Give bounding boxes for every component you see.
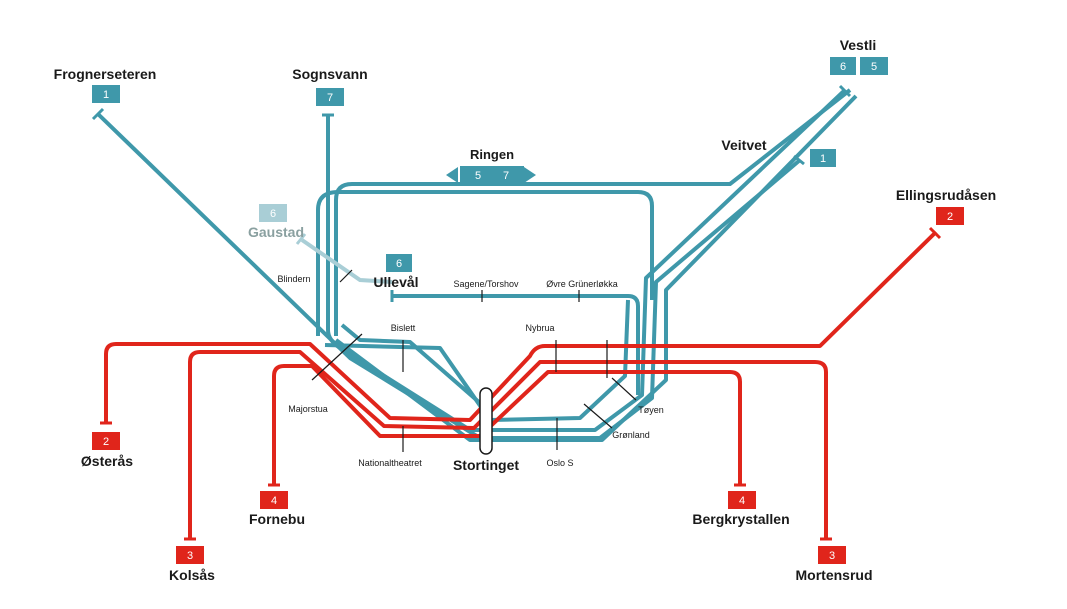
stop-frognerseteren bbox=[91, 107, 105, 121]
badge-ellingsrudasen-2 bbox=[936, 207, 964, 225]
line-badges: 1 7 6 5 1 5 7 6 6 2 2 3 4 4 3 bbox=[92, 57, 964, 564]
badge-mortensrud-3-label: 3 bbox=[829, 550, 835, 562]
label-nationaltheatret: Nationaltheatret bbox=[358, 458, 422, 468]
badge-osteras-2-label: 2 bbox=[103, 436, 109, 448]
label-bislett: Bislett bbox=[391, 323, 416, 333]
stop-veitvet bbox=[793, 154, 805, 166]
badge-ulleval-6-label: 6 bbox=[396, 258, 402, 270]
ringen-arrow-right-icon bbox=[524, 167, 536, 183]
ringen-arrow-left-icon bbox=[446, 167, 458, 183]
badge-fornebu-4 bbox=[260, 491, 288, 509]
label-oslo-s: Oslo S bbox=[546, 458, 573, 468]
badge-mortensrud-3 bbox=[818, 546, 846, 564]
badge-veitvet-1 bbox=[810, 149, 836, 167]
label-majorstua: Majorstua bbox=[288, 404, 328, 414]
ringen-outer-track bbox=[316, 190, 654, 336]
badge-bergkrystallen-4-label: 4 bbox=[739, 495, 745, 507]
gaustad-branch-track bbox=[300, 238, 393, 284]
line-2-track bbox=[104, 230, 938, 422]
label-toyen: Tøyen bbox=[638, 405, 664, 415]
label-veitvet: Veitvet bbox=[721, 137, 766, 153]
blue-lines bbox=[96, 88, 858, 442]
core-track-a bbox=[340, 323, 490, 412]
label-bergkrystallen: Bergkrystallen bbox=[692, 511, 789, 527]
terminal-labels: Frognerseteren Sognsvann Vestli Veitvet … bbox=[54, 37, 997, 583]
label-blindern: Blindern bbox=[277, 274, 310, 284]
badge-ellingsrudasen-2-label: 2 bbox=[947, 211, 953, 223]
stop-ellingsrudasen bbox=[928, 226, 942, 240]
badge-kolsas-3-label: 3 bbox=[187, 550, 193, 562]
label-fornebu: Fornebu bbox=[249, 511, 305, 527]
badge-vestli-5-label: 5 bbox=[871, 61, 877, 73]
badge-frognerseteren-1-label: 1 bbox=[103, 89, 109, 101]
label-mortensrud: Mortensrud bbox=[796, 567, 873, 583]
badge-fornebu-4-label: 4 bbox=[271, 495, 277, 507]
line-4-track bbox=[272, 364, 742, 484]
badge-bergkrystallen-4 bbox=[728, 491, 756, 509]
core-track-c bbox=[334, 94, 858, 442]
badge-vestli-5 bbox=[860, 57, 888, 75]
label-stortinget: Stortinget bbox=[453, 457, 519, 473]
badge-ringen-7-label: 7 bbox=[503, 170, 509, 182]
badge-ulleval-6 bbox=[386, 254, 412, 272]
line-1-frognerseteren-track bbox=[96, 112, 802, 440]
badge-osteras-2 bbox=[92, 432, 120, 450]
badge-sognsvann-7-label: 7 bbox=[327, 92, 333, 104]
badge-sognsvann-7 bbox=[316, 88, 344, 106]
line-3-track bbox=[188, 350, 828, 538]
tick-majorstua bbox=[311, 333, 363, 381]
terminal-stops bbox=[91, 84, 942, 541]
badge-ringen bbox=[460, 166, 524, 184]
stop-gaustad bbox=[295, 233, 307, 245]
ulleval-branch-track bbox=[392, 294, 640, 395]
badge-kolsas-3 bbox=[176, 546, 204, 564]
badge-veitvet-1-label: 1 bbox=[820, 153, 826, 165]
badge-vestli-6-label: 6 bbox=[840, 61, 846, 73]
stop-vestli bbox=[838, 84, 852, 98]
label-gaustad: Gaustad bbox=[248, 224, 304, 240]
badge-frognerseteren-1 bbox=[92, 85, 120, 103]
label-kolsas: Kolsås bbox=[169, 567, 215, 583]
label-nybrua: Nybrua bbox=[525, 323, 554, 333]
label-ulleval: Ullevål bbox=[373, 274, 418, 290]
badge-gaustad-6 bbox=[259, 204, 287, 222]
stortinget-interchange bbox=[479, 387, 493, 455]
label-osteras: Østerås bbox=[81, 453, 133, 469]
label-gronland: Grønland bbox=[612, 430, 650, 440]
badge-ringen-5-label: 5 bbox=[475, 170, 481, 182]
label-ringen: Ringen bbox=[470, 147, 514, 162]
station-ticks bbox=[311, 269, 637, 452]
ringen-inner-track bbox=[334, 88, 852, 336]
label-ellingsrudasen: Ellingsrudåsen bbox=[896, 187, 996, 203]
label-ovre: Øvre Grünerløkka bbox=[546, 279, 618, 289]
tick-toyen-b bbox=[611, 377, 637, 401]
label-sognsvann: Sognsvann bbox=[292, 66, 367, 82]
red-lines bbox=[104, 230, 938, 538]
badge-vestli-6 bbox=[830, 57, 856, 75]
label-frognerseteren: Frognerseteren bbox=[54, 66, 157, 82]
label-sagene: Sagene/Torshov bbox=[453, 279, 519, 289]
station-labels: Blindern Sagene/Torshov Øvre Grünerløkka… bbox=[277, 274, 663, 473]
tick-gronland bbox=[583, 403, 613, 429]
badge-gaustad-6-label: 6 bbox=[270, 208, 276, 220]
tick-blindern bbox=[339, 269, 353, 283]
label-vestli: Vestli bbox=[840, 37, 877, 53]
